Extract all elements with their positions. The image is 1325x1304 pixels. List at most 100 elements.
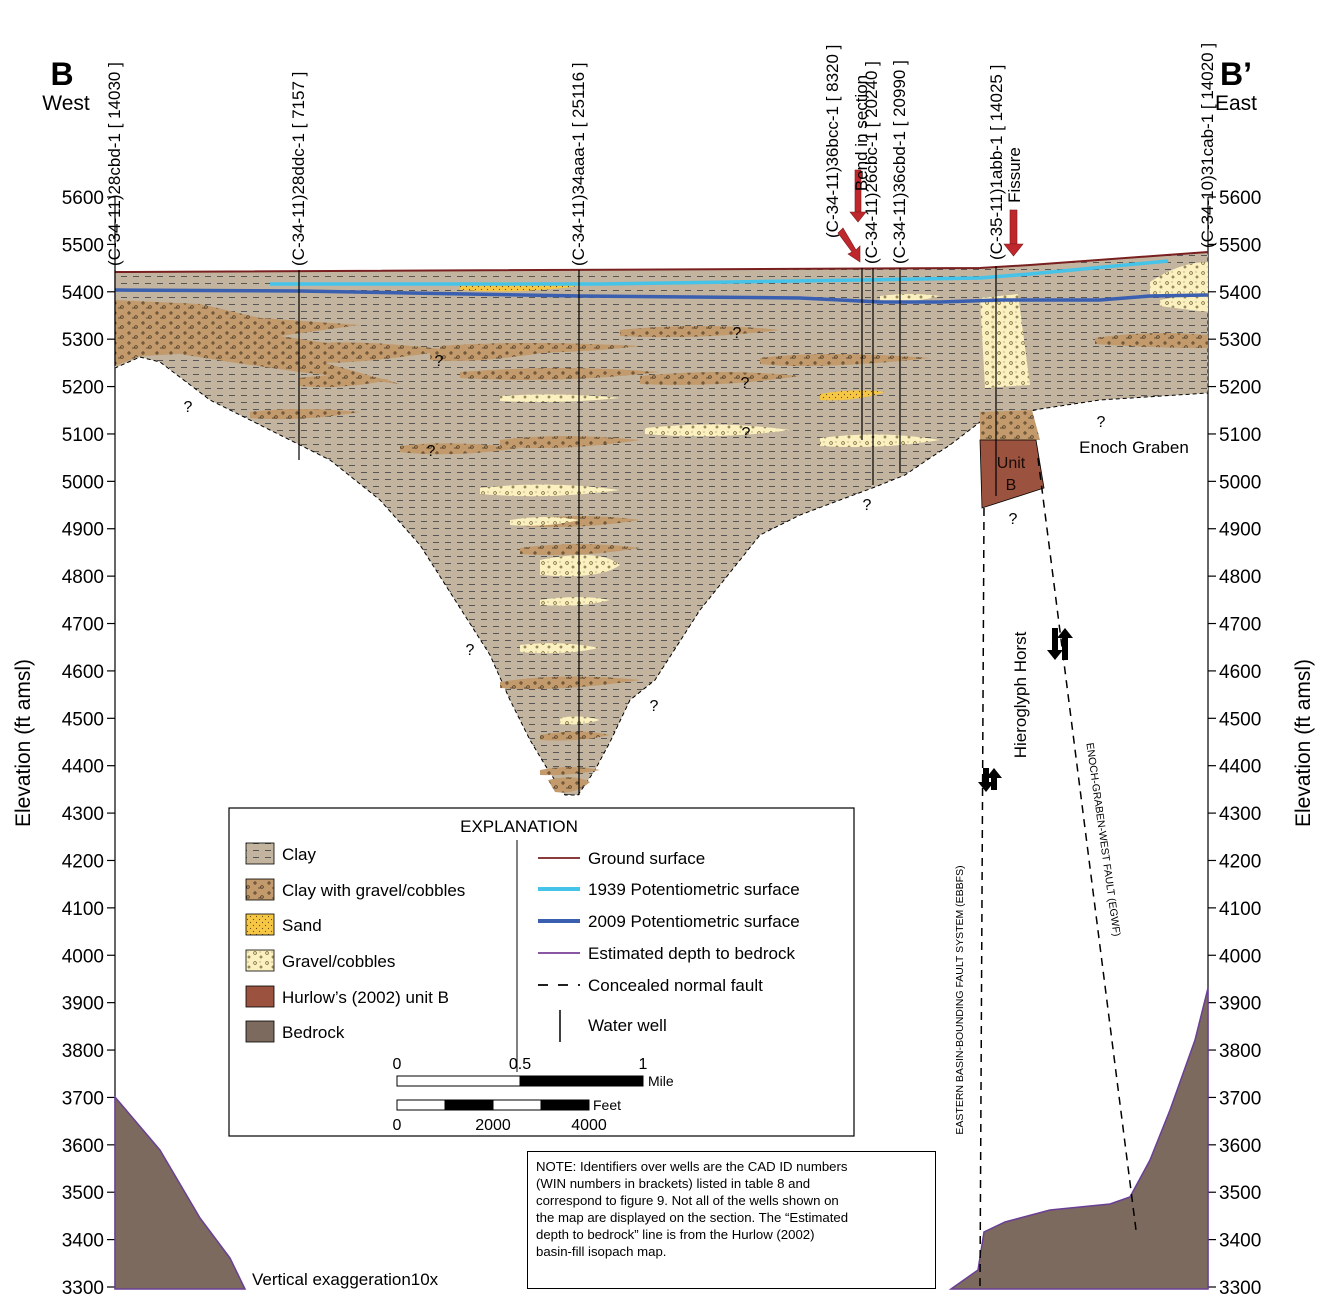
legend-swatch-bedrock bbox=[245, 1020, 275, 1043]
egwf-label: ENOCH-GRABEN-WEST FAULT (EGWF) bbox=[1083, 742, 1122, 937]
ebbfs-fault bbox=[979, 507, 985, 1287]
tick-label-left: 4900 bbox=[62, 520, 104, 541]
scale-mile-0: 0 bbox=[393, 1056, 402, 1073]
unit-b-label-2: B bbox=[1006, 477, 1017, 494]
note-line: correspond to figure 9. Not all of the w… bbox=[536, 1193, 839, 1208]
well-label: (C-34-11)26cbc-1 [ 20240 ] bbox=[862, 61, 881, 264]
tick-label-left: 4200 bbox=[62, 851, 104, 872]
scale-feet-0: 0 bbox=[393, 1117, 402, 1134]
tick-label-right: 4600 bbox=[1219, 662, 1261, 683]
tick-label-right: 4800 bbox=[1219, 567, 1261, 588]
scale-feet-unit: Feet bbox=[593, 1097, 621, 1113]
tick-label-right: 4700 bbox=[1219, 615, 1261, 636]
tick-label-left: 5500 bbox=[62, 235, 104, 256]
scale-mile-half: 0.5 bbox=[509, 1056, 531, 1073]
tick-label-right: 4000 bbox=[1219, 946, 1261, 967]
tick-label-left: 5100 bbox=[62, 425, 104, 446]
tick-label-right: 4900 bbox=[1219, 520, 1261, 541]
well-label: (C-34-11)34aaa-1 [ 25116 ] bbox=[569, 63, 588, 267]
question-mark: ? bbox=[1097, 414, 1106, 431]
bend-arrow bbox=[849, 169, 867, 223]
tick-label-left: 5300 bbox=[62, 330, 104, 351]
potentiometric-2009-line bbox=[114, 288, 1209, 304]
scale-feet-4000: 4000 bbox=[571, 1117, 607, 1134]
tick-label-left: 5000 bbox=[62, 472, 104, 493]
question-mark: ? bbox=[650, 698, 659, 715]
potentiometric-1939-line bbox=[270, 259, 1169, 286]
legend-swatch-clay-gravel bbox=[245, 878, 275, 901]
note-line: depth to bedrock” line is from the Hurlo… bbox=[536, 1227, 815, 1242]
question-mark: ? bbox=[733, 325, 742, 342]
fissure-label: Fissure bbox=[1005, 147, 1024, 203]
tick-label-right: 3600 bbox=[1219, 1136, 1261, 1157]
tick-label-right: 3500 bbox=[1219, 1183, 1261, 1204]
tick-label-right: 3400 bbox=[1219, 1231, 1261, 1252]
tick-label-left: 4100 bbox=[62, 899, 104, 920]
tick-label-left: 3500 bbox=[62, 1183, 104, 1204]
legend-swatch-clay bbox=[245, 842, 275, 865]
tick-label-right: 3300 bbox=[1219, 1278, 1261, 1299]
note-line: the map are displayed on the section. Th… bbox=[536, 1210, 849, 1225]
legend-label-sand: Sand bbox=[282, 916, 322, 935]
well-label: (C-34-10)31cab-1 [ 14020 ] bbox=[1198, 43, 1217, 248]
tick-label-left: 3400 bbox=[62, 1231, 104, 1252]
legend-text-well: Water well bbox=[588, 1016, 667, 1035]
unit-b-label-1: Unit bbox=[997, 455, 1026, 472]
tick-label-right: 5600 bbox=[1219, 188, 1261, 209]
explanation-title: EXPLANATION bbox=[460, 817, 578, 836]
well-label: (C-34-11)28cbd-1 [ 14030 ] bbox=[105, 62, 124, 266]
ebbfs-label: EASTERN BASIN-BOUNDING FAULT SYSTEM (EBB… bbox=[954, 865, 966, 1134]
clay-gravel-lenses bbox=[115, 300, 1208, 793]
tick-label-right: 4100 bbox=[1219, 899, 1261, 920]
tick-label-right: 3700 bbox=[1219, 1088, 1261, 1109]
tick-label-right: 3800 bbox=[1219, 1041, 1261, 1062]
note-line: basin-fill isopach map. bbox=[536, 1244, 667, 1259]
tick-label-right: 4400 bbox=[1219, 757, 1261, 778]
tick-label-left: 5400 bbox=[62, 283, 104, 304]
egwf-fault bbox=[1037, 457, 1137, 1231]
tick-label-left: 3900 bbox=[62, 994, 104, 1015]
tick-label-left: 4500 bbox=[62, 709, 104, 730]
well-label: (C-35-11)1abb-1 [ 14025 ] bbox=[987, 65, 1006, 260]
hieroglyph-horst-label: Hieroglyph Horst bbox=[1011, 631, 1030, 758]
ebbfs-motion-arrows bbox=[978, 768, 1002, 792]
bend-pointer-arrow bbox=[837, 227, 861, 263]
well-lines bbox=[114, 266, 997, 795]
legend-swatch-gravel bbox=[245, 949, 275, 972]
scale-mile-1: 1 bbox=[639, 1056, 648, 1073]
legend-label-clay-gravel: Clay with gravel/cobbles bbox=[282, 881, 465, 900]
tick-label-left: 4700 bbox=[62, 615, 104, 636]
tick-label-left: 4000 bbox=[62, 946, 104, 967]
note-line: NOTE: Identifiers over wells are the CAD… bbox=[536, 1159, 848, 1174]
scale-feet-2000: 2000 bbox=[475, 1117, 511, 1134]
scale-mile-unit: Mile bbox=[648, 1073, 674, 1089]
tick-label-right: 5300 bbox=[1219, 330, 1261, 351]
tick-label-right: 5200 bbox=[1219, 378, 1261, 399]
well-label: (C-34-11)36cbd-1 [ 20990 ] bbox=[890, 60, 909, 264]
tick-label-left: 3600 bbox=[62, 1136, 104, 1157]
question-mark: ? bbox=[1009, 511, 1018, 528]
bedrock-left bbox=[114, 1094, 247, 1290]
question-mark: ? bbox=[742, 425, 751, 442]
right-tick-labels: 5600550054005300520051005000490048004700… bbox=[1219, 188, 1261, 1299]
egwf-motion-arrows bbox=[1047, 628, 1073, 660]
question-mark: ? bbox=[184, 399, 193, 416]
enoch-graben-label: Enoch Graben bbox=[1079, 438, 1189, 457]
legend-label-clay: Clay bbox=[282, 845, 317, 864]
tick-label-right: 5400 bbox=[1219, 283, 1261, 304]
tick-label-left: 4400 bbox=[62, 757, 104, 778]
tick-label-right: 4200 bbox=[1219, 851, 1261, 872]
explanation-legend: EXPLANATION Clay Clay with gravel/cobble… bbox=[228, 807, 855, 1137]
tick-label-left: 4600 bbox=[62, 662, 104, 683]
tick-label-right: 5100 bbox=[1219, 425, 1261, 446]
tick-label-left: 4800 bbox=[62, 567, 104, 588]
ground-surface-line bbox=[114, 251, 1209, 273]
legend-swatch-unit-b bbox=[245, 985, 275, 1008]
gravel-lenses bbox=[480, 262, 1208, 725]
tick-label-left: 3300 bbox=[62, 1278, 104, 1299]
legend-label-bedrock: Bedrock bbox=[282, 1023, 345, 1042]
legend-swatch-sand bbox=[245, 913, 275, 936]
question-mark: ? bbox=[741, 375, 750, 392]
